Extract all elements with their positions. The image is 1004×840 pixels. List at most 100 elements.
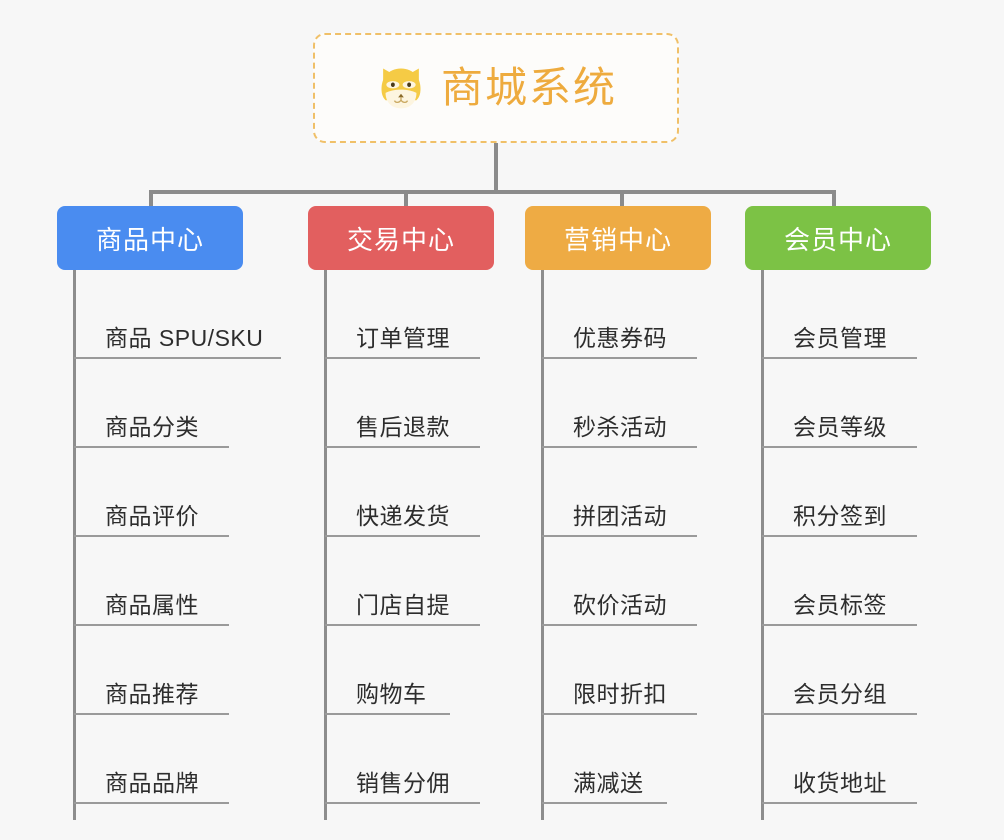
list-item-label: 限时折扣 — [573, 681, 667, 707]
list-item[interactable]: 秒杀活动 — [525, 359, 711, 448]
list-item-underline — [762, 624, 917, 626]
list-item-underline — [74, 535, 229, 537]
list-item[interactable]: 商品分类 — [57, 359, 263, 448]
list-item-label: 商品分类 — [105, 414, 199, 440]
branch-body: 会员管理 会员等级 积分签到 会员标签 会员分组 收货地址 — [745, 270, 931, 820]
list-item-label: 商品推荐 — [105, 681, 199, 707]
list-item-underline — [74, 624, 229, 626]
branch-header-label: 营销中心 — [563, 224, 672, 255]
list-item-label: 会员标签 — [793, 592, 887, 618]
list-item-label: 拼团活动 — [573, 503, 667, 529]
branch-body: 优惠券码 秒杀活动 拼团活动 砍价活动 限时折扣 满减送 — [525, 270, 711, 820]
list-item-underline — [542, 535, 697, 537]
list-item-label: 门店自提 — [356, 592, 450, 618]
connector-bus-horizontal — [149, 190, 834, 194]
list-item[interactable]: 会员分组 — [745, 626, 931, 715]
list-item-label: 快递发货 — [356, 503, 450, 529]
branch-header-member-center[interactable]: 会员中心 — [745, 206, 931, 270]
branch-member-center: 会员中心 会员管理 会员等级 积分签到 会员标签 会员分组 — [745, 206, 931, 820]
list-item-underline — [542, 624, 697, 626]
list-item-underline — [325, 446, 480, 448]
list-item[interactable]: 商品属性 — [57, 537, 263, 626]
list-item-label: 秒杀活动 — [573, 414, 667, 440]
list-item-underline — [325, 535, 480, 537]
list-item-underline — [762, 446, 917, 448]
list-item[interactable]: 商品推荐 — [57, 626, 263, 715]
branch-trunk — [761, 270, 764, 820]
list-item[interactable]: 优惠券码 — [525, 270, 711, 359]
list-item-label: 会员管理 — [793, 325, 887, 351]
list-item-label: 购物车 — [356, 681, 427, 707]
branch-header-label: 会员中心 — [783, 224, 892, 255]
list-item[interactable]: 快递发货 — [308, 448, 494, 537]
list-item-label: 商品 SPU/SKU — [105, 325, 264, 351]
list-item-underline — [74, 446, 229, 448]
list-item[interactable]: 砍价活动 — [525, 537, 711, 626]
branch-body: 商品 SPU/SKU 商品分类 商品评价 商品属性 商品推荐 商品品牌 — [57, 270, 281, 820]
list-item[interactable]: 会员标签 — [745, 537, 931, 626]
list-item[interactable]: 满减送 — [525, 715, 711, 804]
list-item-underline — [762, 535, 917, 537]
list-item[interactable]: 积分签到 — [745, 448, 931, 537]
list-item-label: 售后退款 — [356, 414, 450, 440]
shiba-dog-face-icon — [375, 62, 427, 114]
branch-trunk — [541, 270, 544, 820]
branch-header-transaction-center[interactable]: 交易中心 — [308, 206, 494, 270]
list-item[interactable]: 门店自提 — [308, 537, 494, 626]
list-item-underline — [325, 624, 480, 626]
list-item-label: 订单管理 — [356, 325, 450, 351]
branch-product-center: 商品中心 商品 SPU/SKU 商品分类 商品评价 商品属性 商品推荐 — [57, 206, 281, 820]
branch-trunk — [73, 270, 76, 820]
branch-header-product-center[interactable]: 商品中心 — [57, 206, 243, 270]
branch-transaction-center: 交易中心 订单管理 售后退款 快递发货 门店自提 购物车 — [308, 206, 494, 820]
list-item[interactable]: 会员等级 — [745, 359, 931, 448]
list-item[interactable]: 售后退款 — [308, 359, 494, 448]
list-item-underline — [542, 357, 697, 359]
list-item-label: 会员等级 — [793, 414, 887, 440]
list-item-underline — [542, 713, 697, 715]
list-item-underline — [325, 713, 450, 715]
list-item[interactable]: 限时折扣 — [525, 626, 711, 715]
branch-marketing-center: 营销中心 优惠券码 秒杀活动 拼团活动 砍价活动 限时折扣 — [525, 206, 711, 820]
branch-trunk — [324, 270, 327, 820]
list-item-label: 收货地址 — [793, 770, 887, 796]
list-item-underline — [762, 713, 917, 715]
list-item-label: 积分签到 — [793, 503, 887, 529]
list-item-label: 会员分组 — [793, 681, 887, 707]
list-item-underline — [325, 357, 480, 359]
list-item-underline — [762, 357, 917, 359]
branch-header-marketing-center[interactable]: 营销中心 — [525, 206, 711, 270]
list-item-underline — [542, 446, 697, 448]
list-item[interactable]: 会员管理 — [745, 270, 931, 359]
connector-drop-4 — [832, 190, 836, 210]
list-item-underline — [74, 713, 229, 715]
connector-drop-3 — [620, 190, 624, 210]
list-item-label: 优惠券码 — [573, 325, 667, 351]
list-item-label: 商品品牌 — [105, 770, 199, 796]
list-item-label: 砍价活动 — [573, 592, 667, 618]
list-item-underline — [325, 802, 480, 804]
list-item[interactable]: 销售分佣 — [308, 715, 494, 804]
root-node[interactable]: 商城系统 — [313, 33, 679, 143]
list-item-label: 销售分佣 — [356, 770, 450, 796]
root-title: 商城系统 — [440, 64, 617, 111]
list-item[interactable]: 商品评价 — [57, 448, 263, 537]
list-item-label: 满减送 — [573, 770, 644, 796]
list-item-underline — [542, 802, 667, 804]
branch-body: 订单管理 售后退款 快递发货 门店自提 购物车 销售分佣 — [308, 270, 494, 820]
list-item[interactable]: 收货地址 — [745, 715, 931, 804]
list-item[interactable]: 购物车 — [308, 626, 494, 715]
list-item-label: 商品评价 — [105, 503, 199, 529]
list-item-label: 商品属性 — [105, 592, 199, 618]
connector-drop-1 — [149, 190, 153, 210]
list-item-underline — [762, 802, 917, 804]
list-item[interactable]: 商品 SPU/SKU — [57, 270, 281, 359]
list-item[interactable]: 商品品牌 — [57, 715, 263, 804]
list-item[interactable]: 订单管理 — [308, 270, 494, 359]
branch-header-label: 交易中心 — [346, 224, 455, 255]
connector-stem-vertical — [494, 143, 498, 193]
list-item[interactable]: 拼团活动 — [525, 448, 711, 537]
connector-drop-2 — [404, 190, 408, 210]
list-item-underline — [74, 357, 281, 359]
